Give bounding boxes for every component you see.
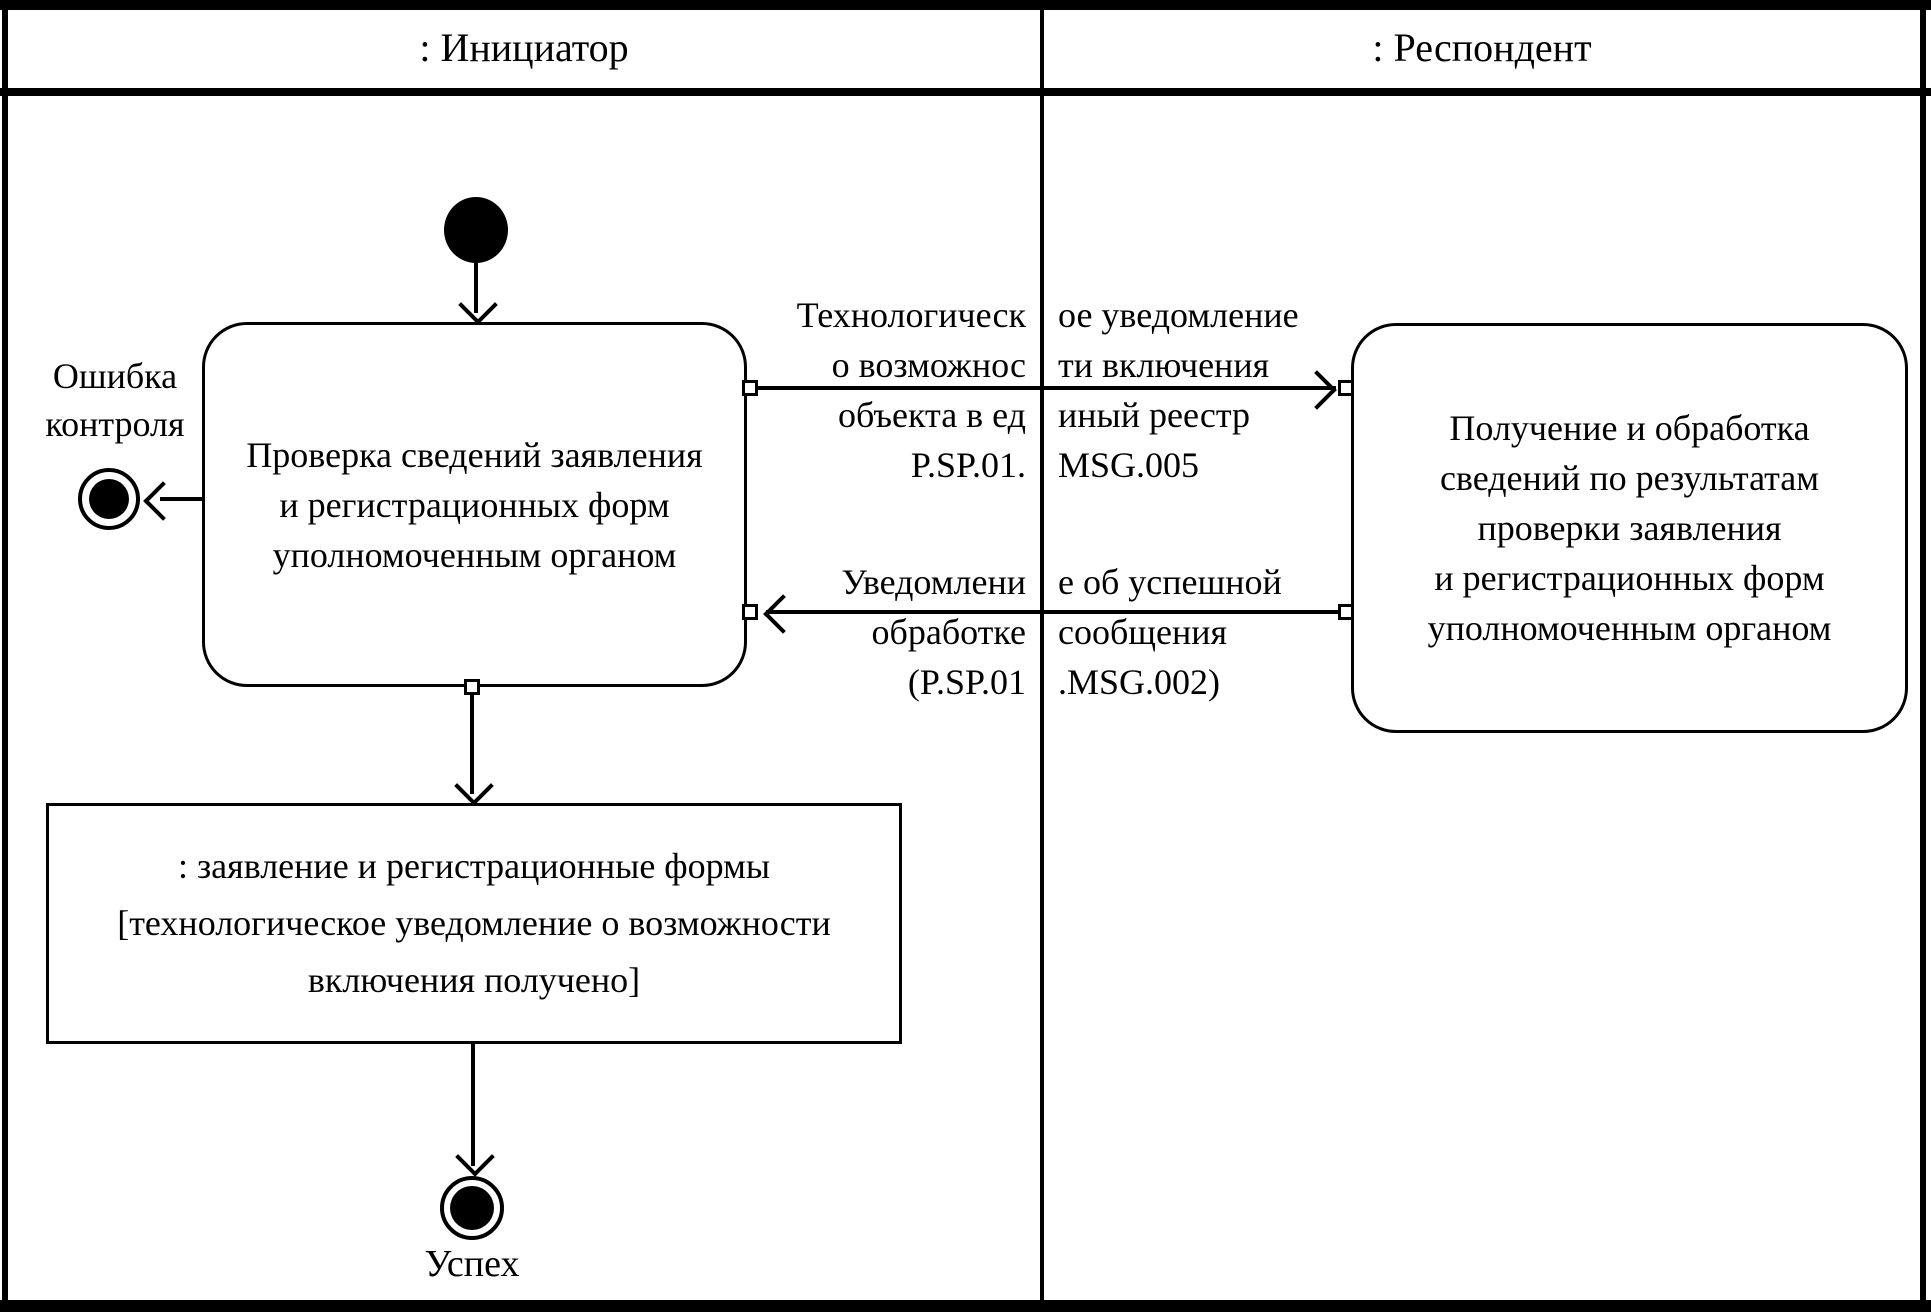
edge-object-to-success <box>471 1044 475 1166</box>
frame-border-top <box>0 0 1931 10</box>
lane-header-initiator: : Инициатор <box>8 18 1040 78</box>
arrowhead-left-icon <box>143 481 183 521</box>
message-notification-label: Технологическ ое уведомление о возможнос… <box>592 290 1492 490</box>
arrowhead-down-icon <box>455 1137 495 1177</box>
edge-message-success <box>766 610 1338 614</box>
success-final-label-text: Успех <box>424 1243 520 1285</box>
final-node-success-dot <box>450 1186 494 1230</box>
activity-receive-process-line: сведений по результатам <box>1439 458 1820 498</box>
connector-pin-activity2-out <box>1338 604 1354 620</box>
edge-initial-to-activity1 <box>474 263 478 313</box>
frame-border-left <box>2 0 8 1312</box>
activity-receive-process-line: проверки заявления <box>1477 508 1782 548</box>
lane-header-respondent: : Респондент <box>1044 18 1920 78</box>
frame-border-bottom <box>0 1300 1931 1312</box>
message-label-right: е об успешной <box>1058 562 1282 602</box>
activity-receive-process: Получение и обработка сведений по резуль… <box>1351 323 1908 733</box>
edge-activity1-to-object <box>470 694 474 794</box>
activity-check-application-line: Проверка сведений заявления <box>246 434 703 475</box>
activity-check-application-line: и регистрационных форм <box>279 484 670 525</box>
error-final-label-line: контроля <box>45 404 185 444</box>
error-final-label: Ошибка контроля <box>15 352 215 448</box>
message-label-line: Уведомлени е об успешной <box>592 557 1492 607</box>
connector-pin-activity1-bottom <box>464 679 480 695</box>
edge-activity1-to-error <box>160 497 202 501</box>
message-label-line: P.SP.01. MSG.005 <box>592 440 1492 490</box>
arrowhead-down-icon <box>454 766 494 806</box>
lane-divider <box>1040 0 1044 1312</box>
message-success-label: Уведомлени е об успешной обработке сообщ… <box>592 557 1492 707</box>
object-node-line: [технологическое уведомление о возможнос… <box>117 903 831 943</box>
message-label-line: Технологическ ое уведомление <box>592 290 1492 340</box>
success-final-label: Успех <box>372 1240 572 1288</box>
frame-border-right <box>1920 0 1926 1312</box>
message-label-left: обработке <box>871 612 1026 652</box>
message-label-right: сообщения <box>1058 612 1228 652</box>
message-label-right: ое уведомление <box>1058 295 1299 335</box>
connector-pin-activity1-out <box>742 380 758 396</box>
message-label-left: о возможнос <box>831 345 1026 385</box>
message-label-right: иный реестр <box>1058 395 1250 435</box>
initial-node <box>444 197 508 263</box>
final-node-success <box>440 1176 504 1240</box>
activity-check-application-line: уполномоченным органом <box>272 534 677 575</box>
message-label-right: .MSG.002) <box>1058 662 1221 702</box>
object-node-line: : заявление и регистрационные формы <box>177 846 771 886</box>
message-label-left: (P.SP.01 <box>907 662 1026 702</box>
object-node-application-forms: : заявление и регистрационные формы [тех… <box>46 803 902 1044</box>
activity-check-application: Проверка сведений заявления и регистраци… <box>202 322 747 687</box>
message-label-line: объекта в ед иный реестр <box>592 390 1492 440</box>
activity-receive-process-line: и регистрационных форм <box>1434 558 1825 598</box>
arrowhead-down-icon <box>458 285 498 325</box>
message-label-right: ти включения <box>1058 345 1270 385</box>
connector-pin-activity1-in <box>742 604 758 620</box>
final-node-error <box>78 468 140 530</box>
final-node-error-dot <box>89 479 129 519</box>
message-label-line: обработке сообщения <box>592 607 1492 657</box>
lane-header-respondent-label: : Респондент <box>1372 25 1592 70</box>
message-label-left: Уведомлени <box>841 562 1026 602</box>
message-label-line: о возможнос ти включения <box>592 340 1492 390</box>
activity-receive-process-line: уполномоченным органом <box>1427 608 1832 648</box>
lane-header-initiator-label: : Инициатор <box>419 25 629 70</box>
object-node-line: включения получено] <box>307 960 641 1000</box>
header-separator <box>0 88 1931 96</box>
message-label-right: MSG.005 <box>1058 445 1200 485</box>
error-final-label-line: Ошибка <box>52 356 178 396</box>
message-label-left: объекта в ед <box>838 395 1026 435</box>
connector-pin-activity2-in <box>1338 380 1354 396</box>
edge-message-notification <box>758 386 1336 390</box>
message-label-line: (P.SP.01 .MSG.002) <box>592 657 1492 707</box>
message-label-left: P.SP.01. <box>910 445 1026 485</box>
message-label-left: Технологическ <box>796 295 1026 335</box>
activity-receive-process-line: Получение и обработка <box>1449 408 1810 448</box>
